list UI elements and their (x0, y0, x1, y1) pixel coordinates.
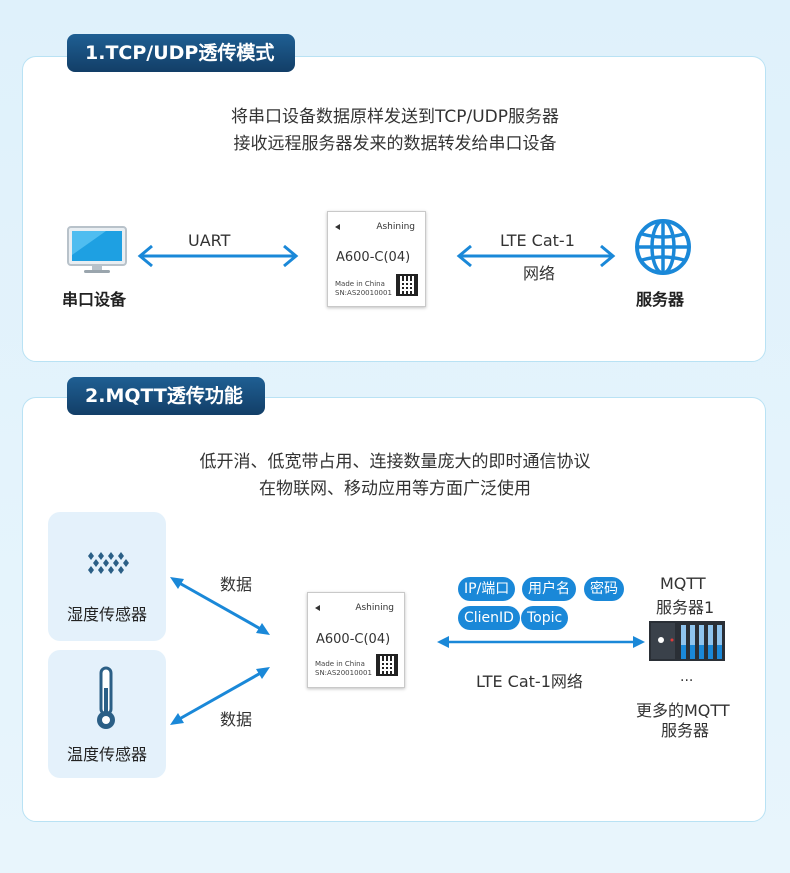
serial-device-label: 串口设备 (62, 290, 127, 309)
a600-module: Ashining A600-C(04) Made in China SN:AS2… (327, 211, 426, 307)
humidity-icon (88, 552, 129, 574)
lte-network-label: LTE Cat-1网络 (476, 672, 583, 691)
server-rack-icon (649, 621, 725, 661)
monitor-icon (67, 226, 127, 273)
qr-code-icon (396, 274, 418, 296)
module-model: A600-C(04) (316, 632, 391, 647)
module-sn: SN:AS20010001 (335, 289, 392, 297)
module-made-in: Made in China (335, 280, 385, 288)
module-model: A600-C(04) (336, 250, 411, 265)
section1-desc-line2: 接收远程服务器发来的数据转发给串口设备 (233, 134, 557, 154)
globe-icon (635, 219, 691, 275)
module-made-in: Made in China (315, 660, 365, 668)
pin1-marker (315, 605, 320, 611)
tag-client-id: ClienID (458, 606, 520, 630)
more-ellipsis: ... (680, 669, 694, 685)
network-label: 网络 (523, 264, 556, 283)
section1-desc-line1: 将串口设备数据原样发送到TCP/UDP服务器 (230, 107, 560, 127)
more-mqtt-line2: 服务器 (661, 721, 710, 740)
a600-module-mqtt: Ashining A600-C(04) Made in China SN:AS2… (307, 592, 405, 688)
more-mqtt-line1: 更多的MQTT (636, 701, 730, 720)
temperature-sensor-card: 温度传感器 (48, 650, 166, 778)
humidity-sensor-card: 湿度传感器 (48, 512, 166, 641)
pin1-marker (335, 224, 340, 230)
uart-label: UART (188, 231, 231, 250)
lte-arrow (456, 244, 616, 268)
module-sn: SN:AS20010001 (315, 669, 372, 677)
section2-title: 2.MQTT透传功能 (67, 377, 265, 415)
server-label: 服务器 (636, 290, 685, 309)
module-brand: Ashining (355, 603, 394, 613)
section2-desc-line2: 在物联网、移动应用等方面广泛使用 (259, 479, 531, 499)
mqtt-server-subtitle: 服务器1 (656, 598, 715, 617)
data-arrow-bottom (170, 667, 270, 725)
data-arrow-top (170, 577, 270, 635)
tag-username: 用户名 (522, 577, 576, 601)
tag-password: 密码 (584, 577, 624, 601)
module-brand: Ashining (376, 222, 415, 232)
temperature-sensor-label: 温度传感器 (66, 745, 147, 764)
thermometer-icon (97, 666, 115, 729)
lte-label: LTE Cat-1 (500, 231, 575, 250)
mqtt-server-title: MQTT (660, 574, 706, 593)
tag-topic: Topic (521, 606, 569, 630)
tcp-udp-panel (22, 56, 766, 362)
data-label-top: 数据 (220, 575, 253, 594)
section1-title: 1.TCP/UDP透传模式 (67, 34, 295, 72)
uart-arrow (137, 244, 299, 268)
qr-code-icon (376, 654, 398, 676)
humidity-sensor-label: 湿度传感器 (66, 605, 147, 624)
data-label-bottom: 数据 (220, 710, 253, 729)
tag-ip-port: IP/端口 (458, 577, 516, 601)
section2-desc-line1: 低开消、低宽带占用、连接数量庞大的即时通信协议 (199, 452, 591, 472)
lte-network-arrow (437, 636, 645, 648)
